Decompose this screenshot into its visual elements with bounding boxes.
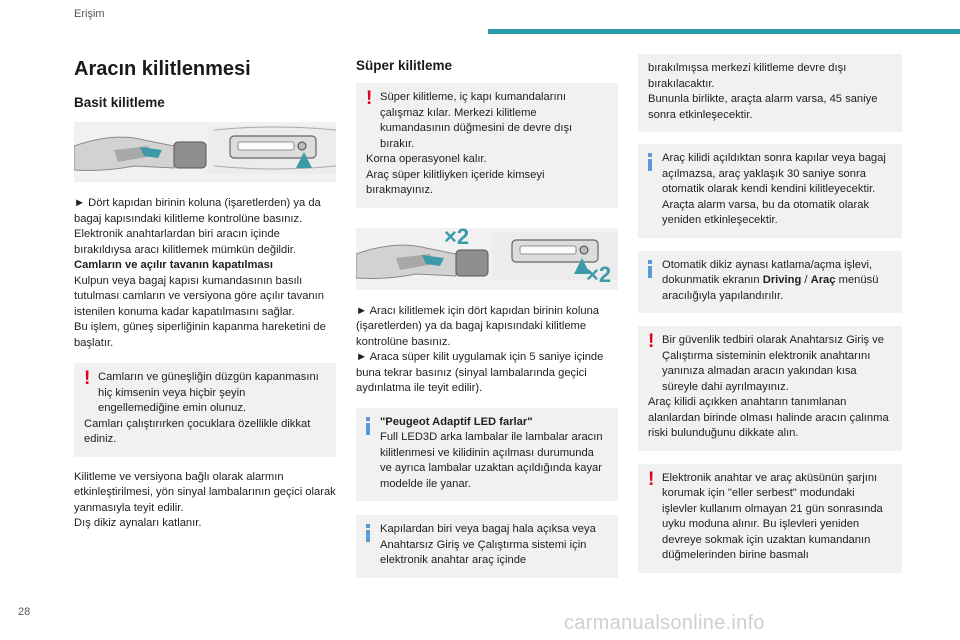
paragraph: Elektronik anahtarlardan biri aracın içi… — [74, 228, 296, 256]
warning-icon: ! — [84, 368, 91, 389]
illustration-door-handle-lock — [74, 122, 336, 182]
column-3: bırakılmışsa merkezi kilitleme devre dış… — [638, 54, 902, 573]
menu-name: Araç — [810, 274, 836, 286]
page-number: 28 — [18, 606, 31, 618]
info-text: bırakılmışsa merkezi kilitleme devre dış… — [648, 62, 847, 90]
warning-text: Camları çalıştırırken çocuklara özellikl… — [84, 417, 311, 446]
info-box: Kapılardan biri veya bagaj hala açıksa v… — [356, 515, 618, 578]
warning-icon: ! — [648, 331, 655, 352]
warning-text: Süper kilitleme, iç kapı kumandalarını ç… — [380, 91, 573, 150]
section-label: Erişim — [74, 8, 105, 20]
illustration-double-press-lock: ×2 ×2 — [356, 227, 618, 290]
paragraph: Dış dikiz aynaları katlanır. — [74, 517, 202, 529]
warning-box: ! Süper kilitleme, iç kapı kumandalarını… — [356, 83, 618, 208]
subheading-windows-closing: Camların ve açılır tavanın kapatılması — [74, 259, 273, 271]
paragraph: ► Dört kapıdan birinin koluna (işaretler… — [74, 197, 321, 225]
info-text: Otomatik dikiz aynası katlama/açma işlev… — [662, 258, 873, 287]
header-accent-bar — [488, 29, 960, 34]
press-twice-label: ×2 — [586, 261, 612, 287]
info-box: Araç kilidi açıldıktan sonra kapılar vey… — [638, 144, 902, 238]
info-title: "Peugeot Adaptif LED farlar" — [380, 415, 533, 428]
info-text: Araç kilidi açıldıktan sonra kapılar vey… — [662, 152, 886, 226]
paragraph: Bu işlem, güneş siperliğinin kapanma har… — [74, 321, 326, 349]
column-1: Aracın kilitlenmesi Basit kilitleme ► Dö… — [74, 54, 336, 532]
warning-text: Camların ve güneşliğin düzgün kapanmasın… — [98, 371, 319, 414]
column-2: Süper kilitleme ! Süper kilitleme, iç ka… — [356, 58, 618, 578]
info-icon — [648, 259, 652, 278]
warning-text: Araç süper kilitliyken içeride kimseyi b… — [366, 168, 545, 197]
info-box: Otomatik dikiz aynası katlama/açma işlev… — [638, 250, 902, 313]
warning-text: Araç kilidi açıkken anahtarın tanımlanan… — [648, 396, 889, 439]
info-box: "Peugeot Adaptif LED farlar" Full LED3D … — [356, 407, 618, 501]
warning-box: ! Elektronik anahtar ve araç aküsünün şa… — [638, 463, 902, 573]
info-icon — [366, 524, 370, 542]
page-title: Aracın kilitlenmesi — [74, 58, 251, 80]
info-icon — [648, 153, 652, 171]
separator: / — [801, 274, 811, 286]
paragraph: ► Araca süper kilit uygulamak için 5 san… — [356, 351, 604, 394]
paragraph: Kilitleme ve versiyona bağlı olarak alar… — [74, 470, 336, 514]
warning-box: ! Bir güvenlik tedbiri olarak Anahtarsız… — [638, 326, 902, 451]
warning-text: Bir güvenlik tedbiri olarak Anahtarsız G… — [662, 334, 884, 393]
menu-name: Driving — [762, 274, 802, 286]
warning-text: Korna operasyonel kalır. — [366, 153, 487, 165]
paragraph: Kulpun veya bagaj kapısı kumandasının ba… — [74, 274, 324, 318]
warning-icon: ! — [366, 88, 373, 109]
warning-icon: ! — [648, 468, 655, 490]
section-heading-super-locking: Süper kilitleme — [356, 58, 453, 73]
warning-box: ! Camların ve güneşliğin düzgün kapanmas… — [74, 363, 336, 457]
press-twice-label: ×2 — [444, 227, 470, 249]
section-heading-basic-locking: Basit kilitleme — [74, 95, 165, 110]
info-box-continued: bırakılmışsa merkezi kilitleme devre dış… — [638, 54, 902, 132]
info-icon — [366, 416, 370, 435]
info-text: menüsü aracılığıyla yapılandırılır. — [662, 274, 879, 302]
warning-text: Elektronik anahtar ve araç aküsünün şarj… — [662, 471, 883, 562]
info-text: Kapılardan biri veya bagaj hala açıksa v… — [380, 523, 596, 566]
info-text: Bununla birlikte, araçta alarm varsa, 45… — [648, 93, 878, 121]
watermark: carmanualsonline.info — [564, 612, 765, 634]
info-text: Full LED3D arka lambalar ile lambalar ar… — [380, 431, 603, 490]
paragraph: ► Aracı kilitlemek için dört kapıdan bir… — [356, 304, 600, 348]
